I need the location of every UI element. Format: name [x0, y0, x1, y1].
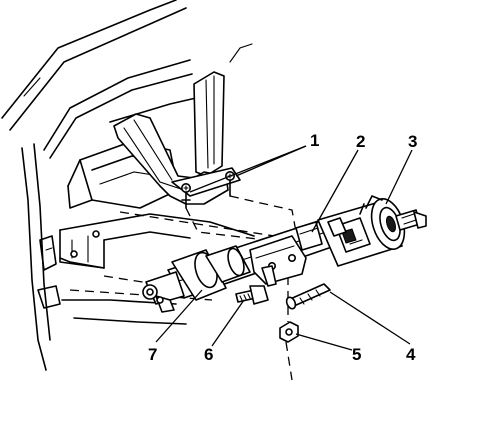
callout-leaders	[155, 145, 413, 351]
callout-5: 5	[352, 345, 361, 364]
bolt-part	[235, 285, 269, 305]
upper-mounting-bracket	[113, 71, 241, 209]
upper-column-housing	[317, 195, 427, 267]
steering-column	[142, 213, 353, 313]
callout-labels: 1 2 3 4 5 6 7	[148, 131, 417, 364]
callout-6: 6	[204, 345, 213, 364]
stud-pin-part	[285, 283, 331, 310]
callout-2: 2	[356, 132, 365, 151]
callout-7: 7	[148, 345, 157, 364]
nut-part	[279, 321, 299, 343]
callout-4: 4	[406, 345, 416, 364]
callout-3: 3	[408, 132, 417, 151]
callout-1: 1	[310, 131, 319, 150]
